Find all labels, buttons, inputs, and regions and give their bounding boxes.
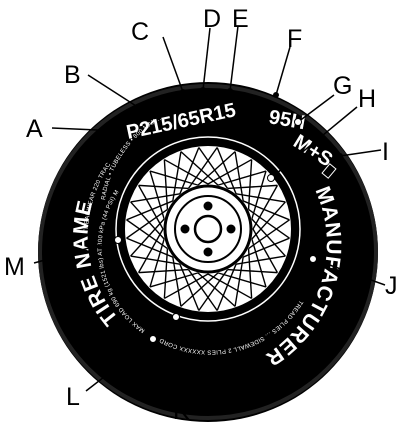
leader-line-d [203,28,210,90]
callout-dot [200,87,206,93]
callout-label-b: B [64,61,81,89]
callout-label-f: F [287,25,302,53]
callout-label-a: A [26,115,43,143]
center-bore [195,216,221,242]
callout-label-k: K [173,397,190,425]
callout-dot [117,128,123,134]
callout-dot [268,175,275,182]
callout-label-e: E [232,5,249,33]
callout-label-j: J [385,272,398,300]
leader-line-f [276,47,290,95]
leader-line-c [163,37,183,92]
callout-dot [273,92,279,98]
leader-line-e [230,26,238,91]
callout-dot [115,237,122,244]
leader-line-g [298,95,334,122]
callout-dot [173,314,180,321]
callout-label-l: L [66,383,80,411]
callout-label-m: M [4,253,25,281]
callout-label-c: C [131,18,149,46]
lug-nut [227,225,236,234]
callout-label-g: G [333,72,352,100]
callout-dot [150,336,157,343]
callout-dot [180,89,186,95]
callout-dot [295,119,302,126]
callout-label-i: I [382,138,389,166]
callout-label-d: D [203,5,221,33]
callout-label-h: H [358,85,376,113]
callout-dot [144,110,150,116]
callout-dot [227,88,233,94]
leader-line-b [88,75,147,113]
lug-nut [204,248,213,257]
lug-nut [181,225,190,234]
callout-dot [337,153,343,159]
lug-nut [204,202,213,211]
callout-dot [310,256,317,263]
